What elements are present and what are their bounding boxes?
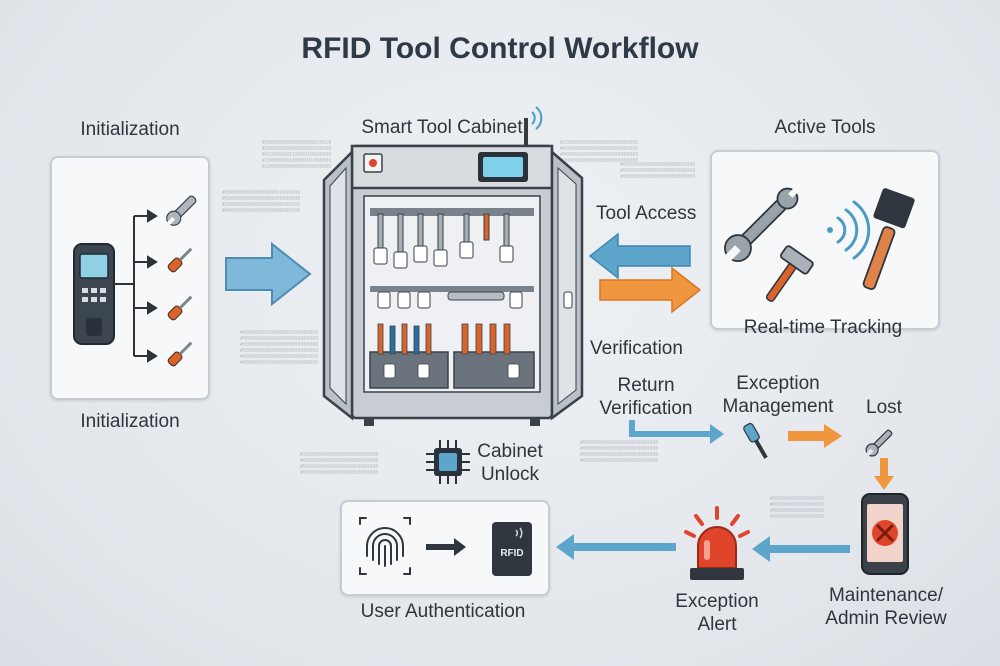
flow-arrow-left-icon xyxy=(556,534,676,560)
user-authentication-label: User Authentication xyxy=(360,601,526,622)
initialization-panel xyxy=(50,156,210,400)
tool-access-label: Tool Access xyxy=(596,203,697,224)
data-noise: #2000000000000008010010 #200000000000000… xyxy=(262,140,332,170)
return-arrow-icon xyxy=(629,420,724,444)
rfid-reader-icon xyxy=(73,243,115,345)
antenna-icon xyxy=(524,106,543,148)
down-arrow-icon xyxy=(874,458,894,490)
active-tools-label: Active Tools xyxy=(774,117,876,138)
data-noise: #00000000000000000 #00000000000000000 #0… xyxy=(770,496,825,520)
user-authentication-illustration: RFID xyxy=(359,517,532,576)
data-noise: #0000000000000000000000000 #000000000000… xyxy=(240,330,319,366)
screwdriver-icon xyxy=(743,422,768,459)
active-tools-panel xyxy=(710,150,940,330)
hammer-icon xyxy=(862,188,915,290)
flow-arrow-right-icon xyxy=(225,241,312,307)
wrench-rack xyxy=(373,213,514,269)
exception-management-label: Exception Management xyxy=(722,373,834,417)
user-authentication-panel: RFID xyxy=(340,500,550,596)
data-noise: #0000000000000000001000000 #000000000000… xyxy=(222,190,301,214)
screwdriver-icon xyxy=(167,341,193,367)
data-noise: #0000000000000000000000000 #000000000000… xyxy=(580,440,659,464)
screwdriver-icon xyxy=(167,247,193,273)
hammer-icon xyxy=(765,245,814,302)
data-noise: #2000000000000000000000000 #000000000000… xyxy=(300,452,379,476)
cabinet-label: Smart Tool Cabinet xyxy=(361,117,523,138)
fingerprint-icon xyxy=(359,517,411,575)
wrench-icon xyxy=(166,195,197,226)
rfid-card-text: RFID xyxy=(500,548,523,559)
cabinet-unlock-label: Cabinet Unlock xyxy=(477,441,543,485)
exception-alert-label: Exception Alert xyxy=(675,591,759,635)
screwdriver-icon xyxy=(167,295,193,321)
wrench-icon xyxy=(865,429,893,457)
maintenance-phone-icon xyxy=(861,493,909,575)
exchange-arrows-icon xyxy=(588,232,702,314)
maintenance-admin-review-label: Maintenance/ Admin Review xyxy=(825,585,947,629)
initialization-illustration xyxy=(73,195,197,367)
chip-icon xyxy=(426,440,470,484)
rfid-card-icon: RFID xyxy=(492,522,532,576)
data-noise: #000000000000000000000000 #0000000000000… xyxy=(620,162,696,180)
initialization-bottom-label: Initialization xyxy=(80,411,180,432)
lost-label: Lost xyxy=(866,397,902,418)
flow-arrow-left-icon xyxy=(752,536,850,562)
orange-arrow-icon xyxy=(788,424,842,448)
return-verification-label: Return Verification xyxy=(599,375,693,419)
page-title: RFID Tool Control Workflow xyxy=(301,32,699,65)
flow-arrow-right-icon xyxy=(426,538,466,556)
wrench-icon xyxy=(724,187,799,262)
smart-tool-cabinet-illustration xyxy=(322,106,584,426)
realtime-tracking-label: Real-time Tracking xyxy=(743,317,903,338)
rfid-signal-icon xyxy=(827,200,871,260)
initialization-top-label: Initialization xyxy=(80,119,180,140)
active-tools-illustration xyxy=(724,187,915,302)
verification-label: Verification xyxy=(590,338,683,359)
alarm-siren-icon xyxy=(684,506,750,580)
data-noise: #2000000000000000000000000 #000000000000… xyxy=(560,140,639,164)
